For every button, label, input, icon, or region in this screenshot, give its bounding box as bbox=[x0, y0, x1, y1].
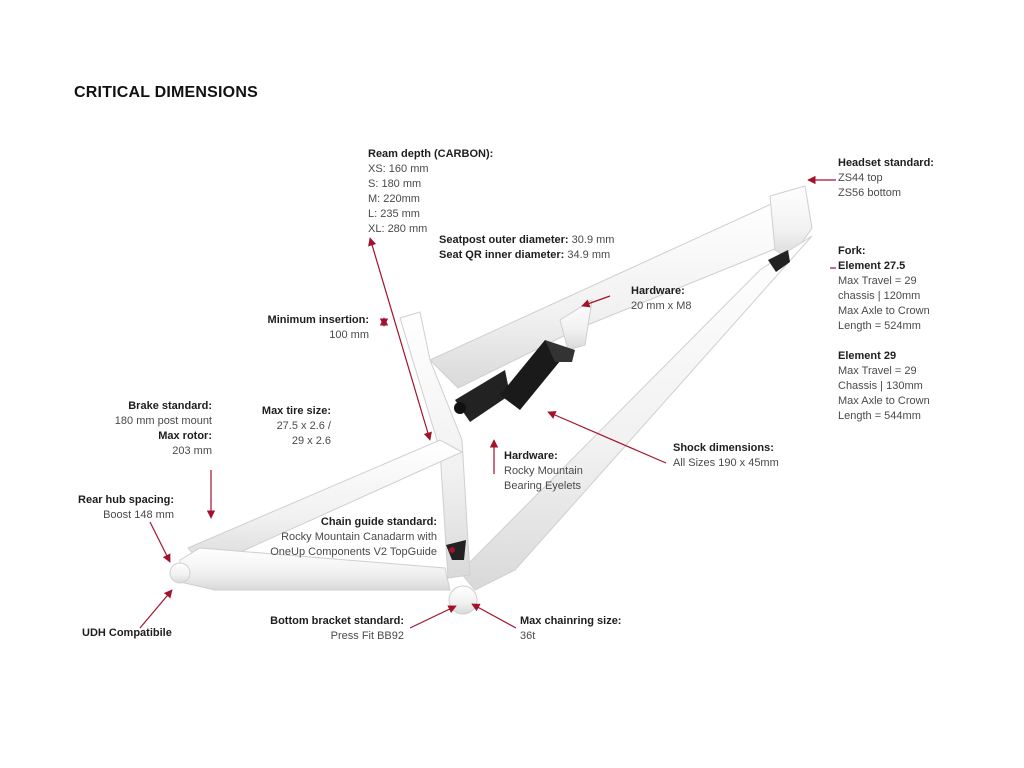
page-title: CRITICAL DIMENSIONS bbox=[74, 84, 258, 101]
brake-value: 180 mm post mount bbox=[114, 415, 212, 427]
hardware-bottom-line-2: Bearing Eyelets bbox=[504, 480, 582, 492]
seatpost-od-label: Seatpost outer diameter: bbox=[439, 234, 569, 246]
chain-guide-line-2: OneUp Components V2 TopGuide bbox=[270, 546, 437, 558]
fork-29-line-1: Max Travel = 29 bbox=[838, 365, 917, 377]
chain-guide-mount bbox=[446, 540, 466, 560]
chainring-annotation: Max chainring size: 36t bbox=[520, 614, 621, 644]
leader-lines bbox=[139, 175, 836, 629]
chainring-heading: Max chainring size: bbox=[520, 615, 622, 627]
ream-depth-s: S: 180 mm bbox=[368, 178, 422, 190]
fork-element-29: Element 29 bbox=[838, 350, 897, 362]
ream-depth-xl: XL: 280 mm bbox=[368, 223, 428, 235]
shock-annotation: Shock dimensions: All Sizes 190 x 45mm bbox=[673, 441, 779, 471]
rear-dropout bbox=[169, 562, 191, 584]
frame-tubes bbox=[169, 185, 813, 615]
shock-line bbox=[547, 411, 667, 464]
fork-275-line-1: Max Travel = 29 bbox=[838, 275, 917, 287]
min-insertion-heading: Minimum insertion: bbox=[267, 314, 369, 326]
seatpost-od-value: 30.9 mm bbox=[568, 234, 615, 246]
fork-annotation: Fork: Element 27.5 Max Travel = 29 chass… bbox=[838, 244, 930, 424]
rear-hub-heading: Rear hub spacing: bbox=[78, 494, 174, 506]
min-insertion-annotation: Minimum insertion: 100 mm bbox=[250, 313, 369, 343]
fork-29-line-3: Max Axle to Crown bbox=[838, 395, 930, 407]
fork-heading: Fork: bbox=[838, 245, 866, 257]
max-tire-line-1: 27.5 x 2.6 / bbox=[276, 420, 331, 432]
udh-annotation: UDH Compatibile bbox=[82, 626, 172, 641]
max-tire-line-2: 29 x 2.6 bbox=[291, 435, 331, 447]
seat-qr-label: Seat QR inner diameter: bbox=[439, 249, 565, 261]
bottom-bracket-annotation: Bottom bracket standard: Press Fit BB92 bbox=[250, 614, 404, 644]
bottom-bracket-line bbox=[409, 605, 457, 629]
rear-shock bbox=[454, 340, 575, 422]
max-rotor-heading: Max rotor: bbox=[158, 430, 212, 442]
fork-29-line-2: Chassis | 130mm bbox=[838, 380, 923, 392]
bottom-bracket-value: Press Fit BB92 bbox=[330, 630, 404, 642]
ream-depth-xs: XS: 160 mm bbox=[368, 163, 429, 175]
fork-275-line-4: Length = 524mm bbox=[838, 320, 921, 332]
hardware-top-value: 20 mm x M8 bbox=[631, 300, 692, 312]
hardware-bottom-annotation: Hardware: Rocky Mountain Bearing Eyelets bbox=[504, 449, 583, 494]
udh-heading: UDH Compatibile bbox=[82, 627, 172, 639]
chain-guide-dot bbox=[449, 547, 455, 553]
brake-heading: Brake standard: bbox=[128, 400, 212, 412]
max-tire-annotation: Max tire size: 27.5 x 2.6 / 29 x 2.6 bbox=[240, 404, 331, 449]
chainring-value: 36t bbox=[520, 630, 536, 642]
max-rotor-value: 203 mm bbox=[172, 445, 212, 457]
hardware-top-heading: Hardware: bbox=[631, 285, 685, 297]
headset-annotation: Headset standard: ZS44 top ZS56 bottom bbox=[838, 156, 934, 201]
hardware-top-line bbox=[581, 295, 611, 308]
ream-depth-m: M: 220mm bbox=[368, 193, 420, 205]
chain-guide-heading: Chain guide standard: bbox=[320, 516, 437, 528]
hardware-bottom-line-1: Rocky Mountain bbox=[504, 465, 583, 477]
fork-29-line-4: Length = 544mm bbox=[838, 410, 921, 422]
fork-element-275: Element 27.5 bbox=[838, 260, 906, 272]
bottom-bracket-shell bbox=[448, 585, 478, 615]
udh-line bbox=[139, 589, 173, 629]
seatpost-annotation: Seatpost outer diameter: 30.9 mm Seat QR… bbox=[439, 233, 614, 263]
headset-clip bbox=[768, 250, 790, 272]
rear-hub-line bbox=[149, 521, 171, 563]
headset-heading: Headset standard: bbox=[838, 157, 934, 169]
chain-guide-annotation: Chain guide standard: Rocky Mountain Can… bbox=[250, 515, 437, 560]
ream-depth-line bbox=[368, 237, 432, 441]
ream-depth-l: L: 235 mm bbox=[368, 208, 420, 220]
headset-top: ZS44 top bbox=[838, 172, 883, 184]
headset-bottom: ZS56 bottom bbox=[838, 187, 901, 199]
max-tire-heading: Max tire size: bbox=[261, 405, 331, 417]
shock-value: All Sizes 190 x 45mm bbox=[673, 457, 779, 469]
hardware-bottom-heading: Hardware: bbox=[504, 450, 558, 462]
hardware-top-annotation: Hardware: 20 mm x M8 bbox=[631, 284, 692, 314]
shock-heading: Shock dimensions: bbox=[673, 442, 774, 454]
ream-depth-annotation: Ream depth (CARBON): XS: 160 mm S: 180 m… bbox=[368, 147, 493, 237]
brake-annotation: Brake standard: 180 mm post mount Max ro… bbox=[90, 399, 212, 459]
seat-qr-value: 34.9 mm bbox=[564, 249, 611, 261]
down-tube bbox=[459, 235, 813, 591]
bottom-bracket-heading: Bottom bracket standard: bbox=[270, 615, 404, 627]
chainring-line bbox=[471, 603, 517, 629]
fork-275-line-3: Max Axle to Crown bbox=[838, 305, 930, 317]
fork-275-line-2: chassis | 120mm bbox=[838, 290, 921, 302]
chain-guide-line-1: Rocky Mountain Canadarm with bbox=[281, 531, 437, 543]
min-insertion-value: 100 mm bbox=[329, 329, 369, 341]
rear-hub-annotation: Rear hub spacing: Boost 148 mm bbox=[60, 493, 174, 523]
ream-depth-heading: Ream depth (CARBON): bbox=[368, 148, 494, 160]
rear-hub-value: Boost 148 mm bbox=[103, 509, 174, 521]
